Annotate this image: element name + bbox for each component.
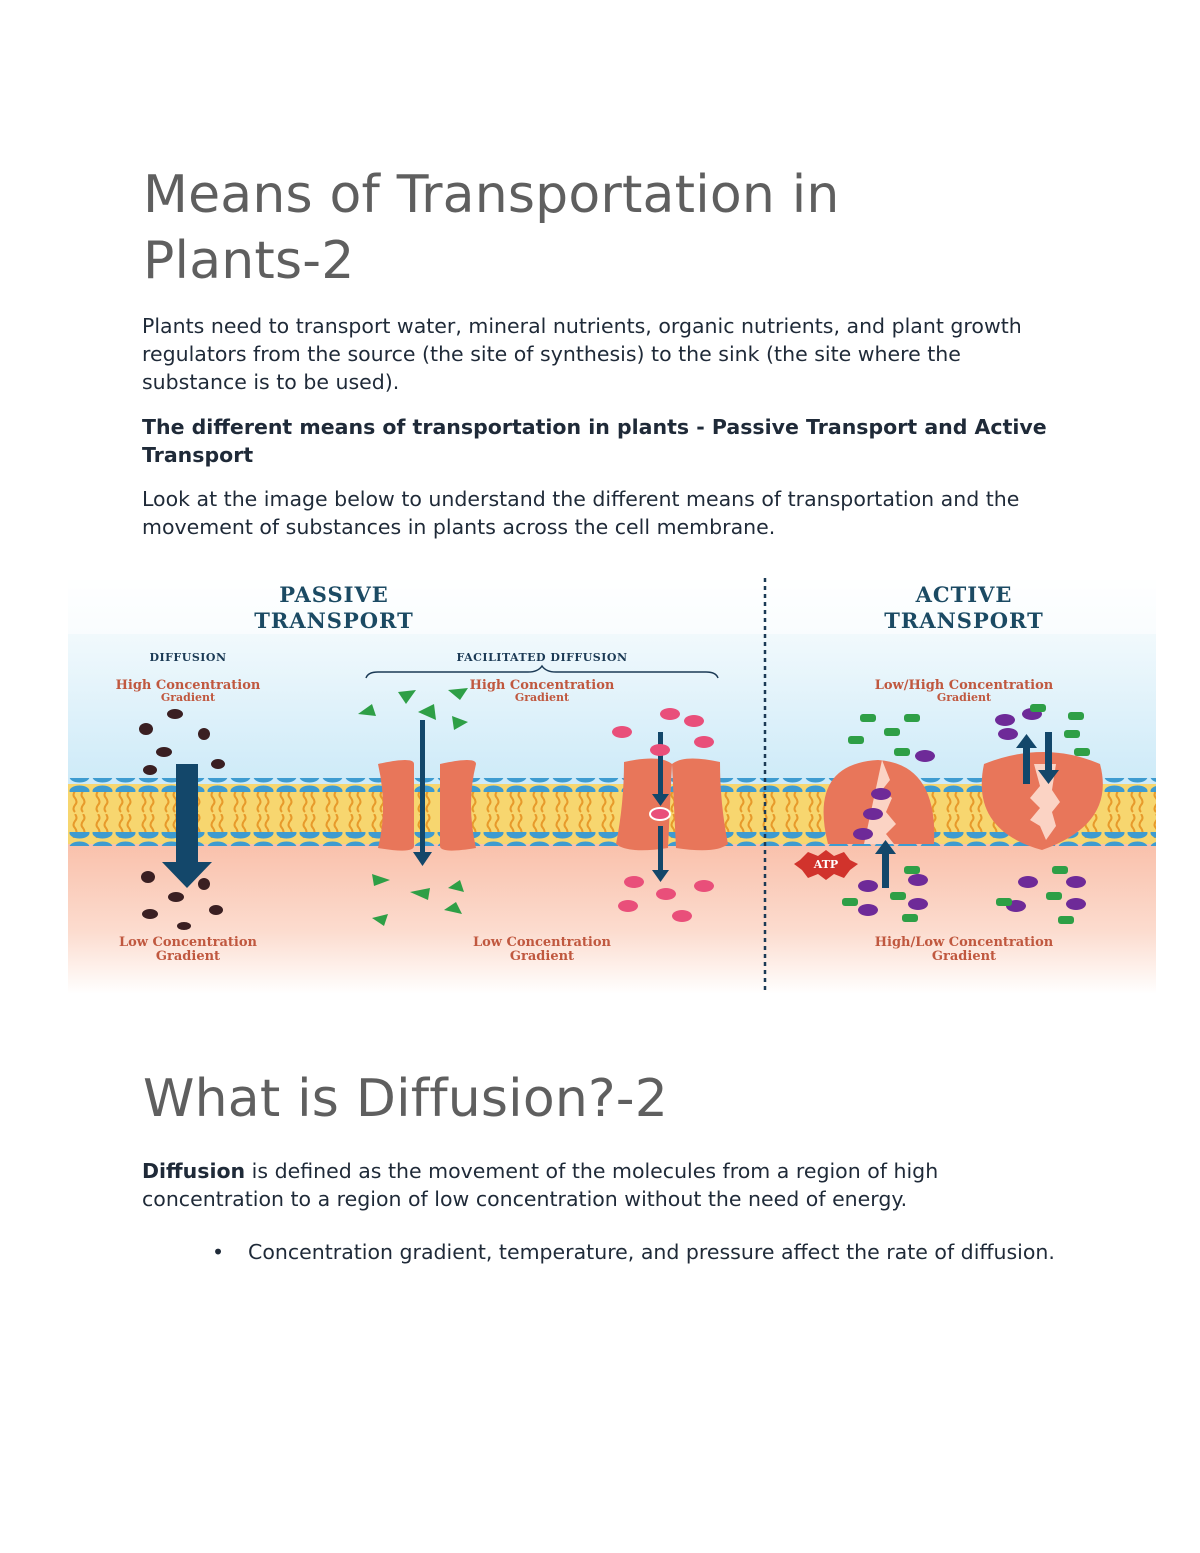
facilitated-top-label: High Concentration [470, 678, 615, 693]
facilitated-bottom-label: Low Concentration [473, 935, 612, 950]
active-bottom-sub: Gradient [932, 949, 996, 964]
diffusion-molecules-icon [139, 709, 225, 930]
active-up-arrow-icon [875, 840, 896, 888]
facilitated-arrow-icon [413, 720, 432, 866]
diffusion-top-label: High Concentration [116, 678, 261, 693]
diffusion-term: Diffusion [142, 1159, 246, 1183]
diffusion-definition: Diffusion is defined as the movement of … [142, 1157, 1072, 1213]
cotransport-protein-icon [981, 752, 1103, 850]
green-hexagon-molecules-icon [842, 704, 1090, 924]
diffusion-bottom-sub: Gradient [156, 949, 220, 964]
diffusion-arrow-icon [162, 764, 212, 888]
passive-title-line1: PASSIVE [279, 582, 389, 607]
active-top-sub: Gradient [937, 691, 992, 704]
green-triangle-molecules-icon [358, 688, 468, 926]
pink-molecules-icon [612, 708, 714, 922]
image-intro-paragraph: Look at the image below to understand th… [142, 487, 1020, 539]
atp-burst-icon: ATP [794, 850, 858, 880]
diffusion-bottom-label: Low Concentration [119, 935, 258, 950]
intro-paragraph: Plants need to transport water, mineral … [142, 314, 1022, 394]
heading-what-is-diffusion: What is Diffusion?-2 [143, 1069, 669, 1129]
list-item-text: Concentration gradient, temperature, and… [248, 1240, 1055, 1264]
cotransport-arrows-icon [1016, 732, 1059, 784]
diffusion-factors-list: • Concentration gradient, temperature, a… [200, 1238, 1060, 1266]
passive-title-line2: TRANSPORT [254, 608, 414, 633]
active-title-line2: TRANSPORT [884, 608, 1044, 633]
atp-pump-protein-icon [823, 760, 935, 844]
active-top-label: Low/High Concentration [875, 678, 1054, 693]
facilitated-bottom-sub: Gradient [510, 949, 574, 964]
diffusion-top-sub: Gradient [161, 691, 216, 704]
diffusion-label: DIFFUSION [149, 651, 226, 664]
bullet-icon: • [212, 1240, 225, 1264]
heading-means-of-transportation: Means of Transportation in Plants-2 [143, 165, 840, 291]
facilitated-diffusion-label: FACILITATED DIFFUSION [456, 651, 627, 664]
transport-diagram: PASSIVE TRANSPORT ACTIVE TRANSPORT DIFFU… [68, 574, 1156, 994]
channel-protein-icon [378, 760, 476, 851]
atp-label: ATP [813, 858, 838, 871]
brace-icon [365, 664, 719, 679]
active-title-line1: ACTIVE [915, 582, 1013, 607]
diffusion-definition-text: is defined as the movement of the molecu… [142, 1159, 939, 1211]
facilitated-top-sub: Gradient [515, 691, 570, 704]
bold-subheading: The different means of transportation in… [142, 415, 1047, 467]
list-item: • Concentration gradient, temperature, a… [200, 1238, 1060, 1266]
active-bottom-label: High/Low Concentration [875, 935, 1054, 950]
carrier-arrow-icon [652, 732, 669, 882]
